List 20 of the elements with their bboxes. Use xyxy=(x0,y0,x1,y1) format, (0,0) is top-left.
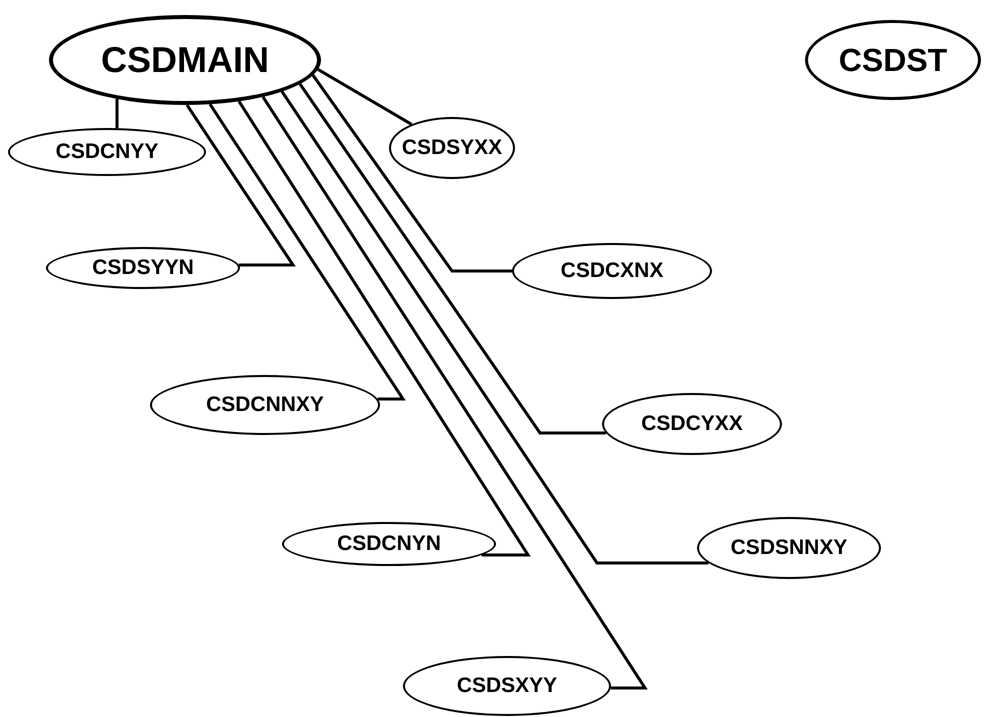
connector-line xyxy=(262,96,648,690)
node-label: CSDCNYY xyxy=(56,140,158,164)
node-label: CSDMAIN xyxy=(101,39,269,81)
connector-line xyxy=(312,74,512,272)
node-label: CSDST xyxy=(838,42,948,78)
node-label: CSDSNNXY xyxy=(730,536,848,560)
node-label: CSDCYXX xyxy=(641,412,743,436)
connector-line xyxy=(298,83,606,434)
node-label: CSDSXYY xyxy=(456,674,558,698)
connector-line xyxy=(186,104,296,266)
node-label: CSDCXNX xyxy=(560,259,664,283)
connector-line xyxy=(280,90,708,564)
ellipse-node xyxy=(8,128,206,176)
node-label: CSDCNYN xyxy=(337,532,441,556)
node-label: CSDCNNXY xyxy=(206,393,324,417)
connector-line xyxy=(116,99,118,128)
connector-line xyxy=(317,68,412,126)
node-label: CSDSYXX xyxy=(402,136,502,160)
connector-line xyxy=(208,103,406,400)
node-label: CSDSYYN xyxy=(92,256,194,280)
